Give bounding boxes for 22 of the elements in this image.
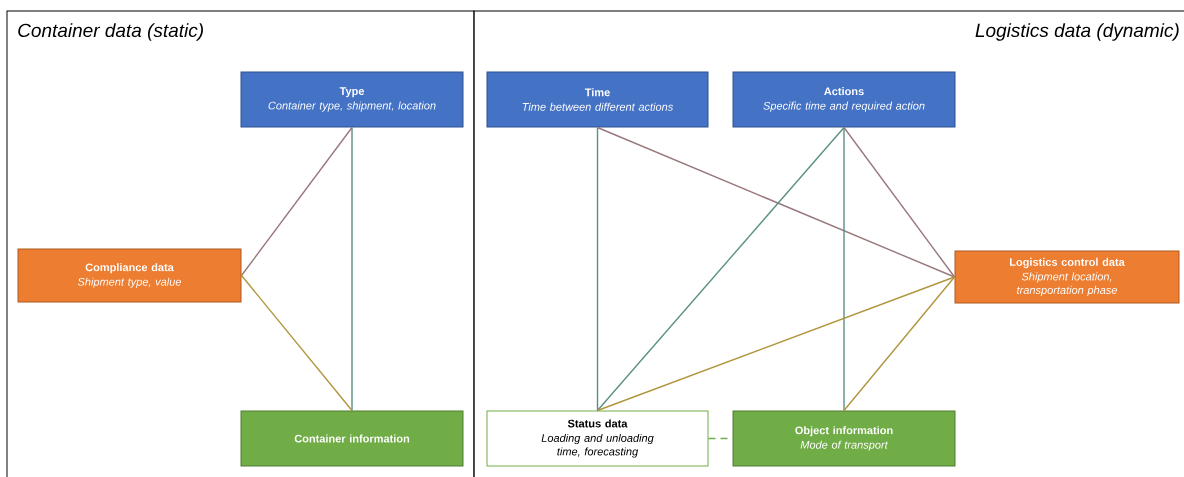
connector-line (240, 126, 353, 277)
box: Object information Mode of transport (732, 410, 956, 467)
connector-line (240, 274, 353, 412)
box: Container information (240, 410, 464, 467)
connector-line (596, 126, 845, 412)
connector-line (843, 276, 956, 412)
box: Compliance data Shipment type, value (17, 248, 242, 303)
connector-line (843, 126, 845, 412)
panel (6, 10, 475, 477)
box: Type Container type, shipment, location (240, 71, 464, 128)
connector-line (351, 126, 353, 412)
box: Actions Specific time and required action (732, 71, 956, 128)
panel (473, 10, 1184, 477)
box: Logistics control data Shipment location, transportation phase (954, 250, 1180, 304)
box: Time Time between different actions (486, 71, 709, 128)
connector-line (596, 276, 956, 412)
connector-line (843, 126, 956, 278)
connector-line (596, 126, 599, 412)
connector-line (596, 126, 956, 278)
panel-heading: Container data (static) (18, 23, 203, 41)
box: Status data Loading and unloading time, forecasting (486, 410, 709, 467)
panel-heading: Logistics data (dynamic) (975, 23, 1179, 41)
